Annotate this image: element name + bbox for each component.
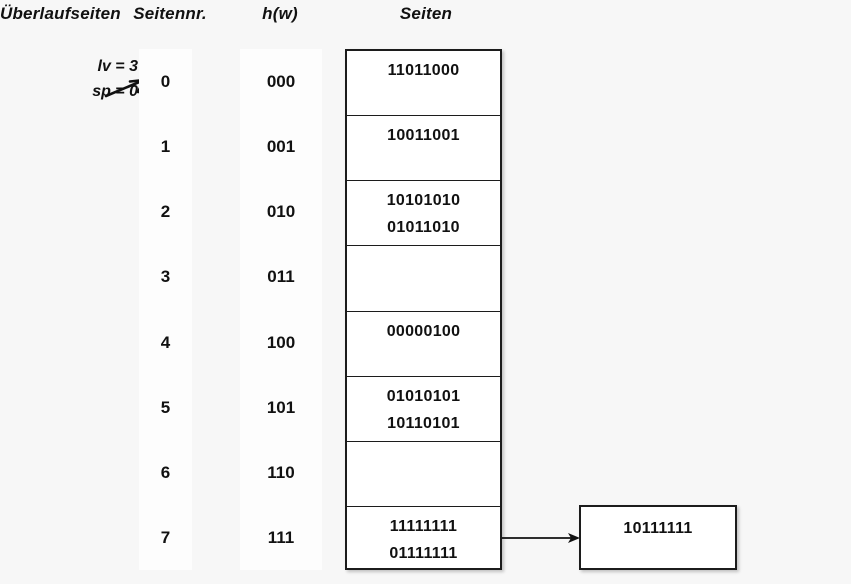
seite-bucket-cell: 00000100 bbox=[347, 312, 500, 377]
record-value: 01010101 bbox=[386, 387, 461, 405]
seitennr-cell: 4 bbox=[160, 332, 171, 352]
record-value: 10011001 bbox=[387, 127, 460, 145]
seitennr-cell: 0 bbox=[160, 72, 171, 91]
hw-cell: 010 bbox=[266, 202, 296, 222]
seite-bucket-cell: 11011000 bbox=[347, 51, 500, 117]
record-value: 01011010 bbox=[387, 219, 460, 237]
column-header-hw: h(w) bbox=[262, 4, 298, 23]
column-header-seitennr: Seitennr. bbox=[133, 4, 207, 23]
seite-bucket-cell bbox=[347, 442, 500, 507]
ueberlaufseite-box: 10111111 bbox=[579, 505, 737, 570]
hw-cell: 001 bbox=[266, 137, 296, 157]
seite-bucket-cell: 10101010 01011010 bbox=[347, 181, 500, 247]
overflow-record-value: 10111111 bbox=[623, 520, 693, 537]
seite-bucket-cell: 11111111 01111111 bbox=[347, 507, 500, 572]
record-value: 11111111 bbox=[389, 517, 458, 535]
hw-cell: 101 bbox=[266, 397, 296, 417]
record-value: 01111111 bbox=[389, 544, 458, 562]
hw-cell: 110 bbox=[267, 462, 295, 482]
record-value: 10110101 bbox=[387, 414, 460, 432]
seiten-table: 11011000 10011001 10101010 01011010 00000100… bbox=[345, 49, 502, 570]
record-value: 00000100 bbox=[386, 322, 461, 340]
column-header-seiten: Seiten bbox=[399, 4, 453, 23]
hw-cell: 111 bbox=[267, 527, 295, 547]
hw-column-band bbox=[240, 49, 322, 570]
hw-cell: 000 bbox=[266, 72, 296, 91]
arrow-right-icon bbox=[502, 533, 580, 543]
seitennr-cell: 2 bbox=[160, 202, 171, 222]
seitennr-cell: 5 bbox=[160, 397, 171, 417]
seitennr-cell: 1 bbox=[160, 137, 171, 157]
seitennr-cell: 7 bbox=[160, 527, 171, 547]
seite-bucket-cell bbox=[347, 246, 500, 312]
record-value: 10101010 bbox=[386, 192, 461, 210]
column-header-ueberlaufseiten: Überlaufseiten bbox=[0, 4, 121, 23]
seitennr-cell: 6 bbox=[160, 462, 171, 482]
seitennr-column-band bbox=[139, 49, 192, 570]
record-value: 11011000 bbox=[387, 62, 460, 79]
lv-label: lv = 3 bbox=[97, 58, 138, 75]
seitennr-cell: 3 bbox=[160, 267, 171, 287]
hw-cell: 011 bbox=[267, 267, 295, 287]
seite-bucket-cell: 01010101 10110101 bbox=[347, 377, 500, 442]
hw-cell: 100 bbox=[266, 332, 296, 352]
seite-bucket-cell: 10011001 bbox=[347, 116, 500, 182]
